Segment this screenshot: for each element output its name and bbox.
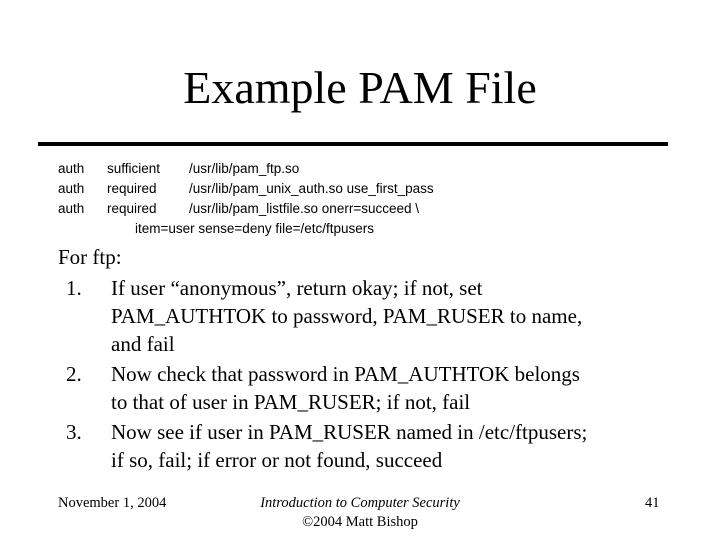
- body-intro-line: For ftp:: [58, 245, 122, 269]
- item-text-line: if so, fail; if error or not found, succ…: [111, 448, 443, 472]
- slide-body: For ftp: 1. If user “anonymous”, return …: [58, 243, 587, 474]
- item-text: If user “anonymous”, return okay; if not…: [111, 274, 587, 358]
- numbered-list-item-2: 2. Now check that password in PAM_AUTHTO…: [58, 360, 587, 416]
- pam-module-path: /usr/lib/pam_unix_auth.so use_first_pass: [189, 181, 434, 196]
- pam-module-path: /usr/lib/pam_ftp.so: [189, 161, 300, 176]
- item-text-line: to that of user in PAM_RUSER; if not, fa…: [111, 390, 471, 414]
- pam-module-path: /usr/lib/pam_listfile.so onerr=succeed \: [189, 201, 419, 216]
- pam-config-line-1: auth sufficient /usr/lib/pam_ftp.so: [58, 159, 434, 179]
- numbered-list-item-3: 3. Now see if user in PAM_RUSER named in…: [58, 418, 587, 474]
- footer-page-number: 41: [645, 495, 660, 511]
- pam-control-flag: required: [107, 181, 157, 196]
- title-divider-rule: [38, 142, 668, 146]
- pam-config-line-2: auth required /usr/lib/pam_unix_auth.so …: [58, 179, 434, 199]
- slide-title: Example PAM File: [183, 62, 537, 113]
- pam-config-continuation-line: item=user sense=deny file=/etc/ftpusers: [135, 221, 375, 236]
- footer-course-title: Introduction to Computer Security: [260, 495, 460, 511]
- item-text: Now see if user in PAM_RUSER named in /e…: [111, 418, 587, 474]
- item-text-line: Now check that password in PAM_AUTHTOK b…: [111, 362, 580, 386]
- pam-control-flag: required: [107, 201, 157, 216]
- footer-center-block: Introduction to Computer Security ©2004 …: [0, 494, 720, 532]
- pam-module-type: auth: [58, 161, 85, 176]
- footer-copyright: ©2004 Matt Bishop: [302, 514, 418, 530]
- pam-config-block: auth sufficient /usr/lib/pam_ftp.so auth…: [58, 159, 434, 239]
- item-number: 1.: [66, 276, 82, 300]
- pam-config-line-3: auth required /usr/lib/pam_listfile.so o…: [58, 199, 434, 219]
- item-text-line: Now see if user in PAM_RUSER named in /e…: [111, 420, 588, 444]
- item-number: 2.: [66, 362, 82, 386]
- footer-date: November 1, 2004: [58, 495, 167, 511]
- item-text-line: PAM_AUTHTOK to password, PAM_RUSER to na…: [111, 304, 583, 328]
- pam-module-type: auth: [58, 181, 85, 196]
- item-text-line: If user “anonymous”, return okay; if not…: [111, 276, 483, 300]
- item-number: 3.: [66, 420, 82, 444]
- item-text-line: and fail: [111, 332, 175, 356]
- pam-module-type: auth: [58, 201, 85, 216]
- pam-control-flag: sufficient: [107, 161, 161, 176]
- numbered-list-item-1: 1. If user “anonymous”, return okay; if …: [58, 274, 587, 358]
- item-text: Now check that password in PAM_AUTHTOK b…: [111, 360, 587, 416]
